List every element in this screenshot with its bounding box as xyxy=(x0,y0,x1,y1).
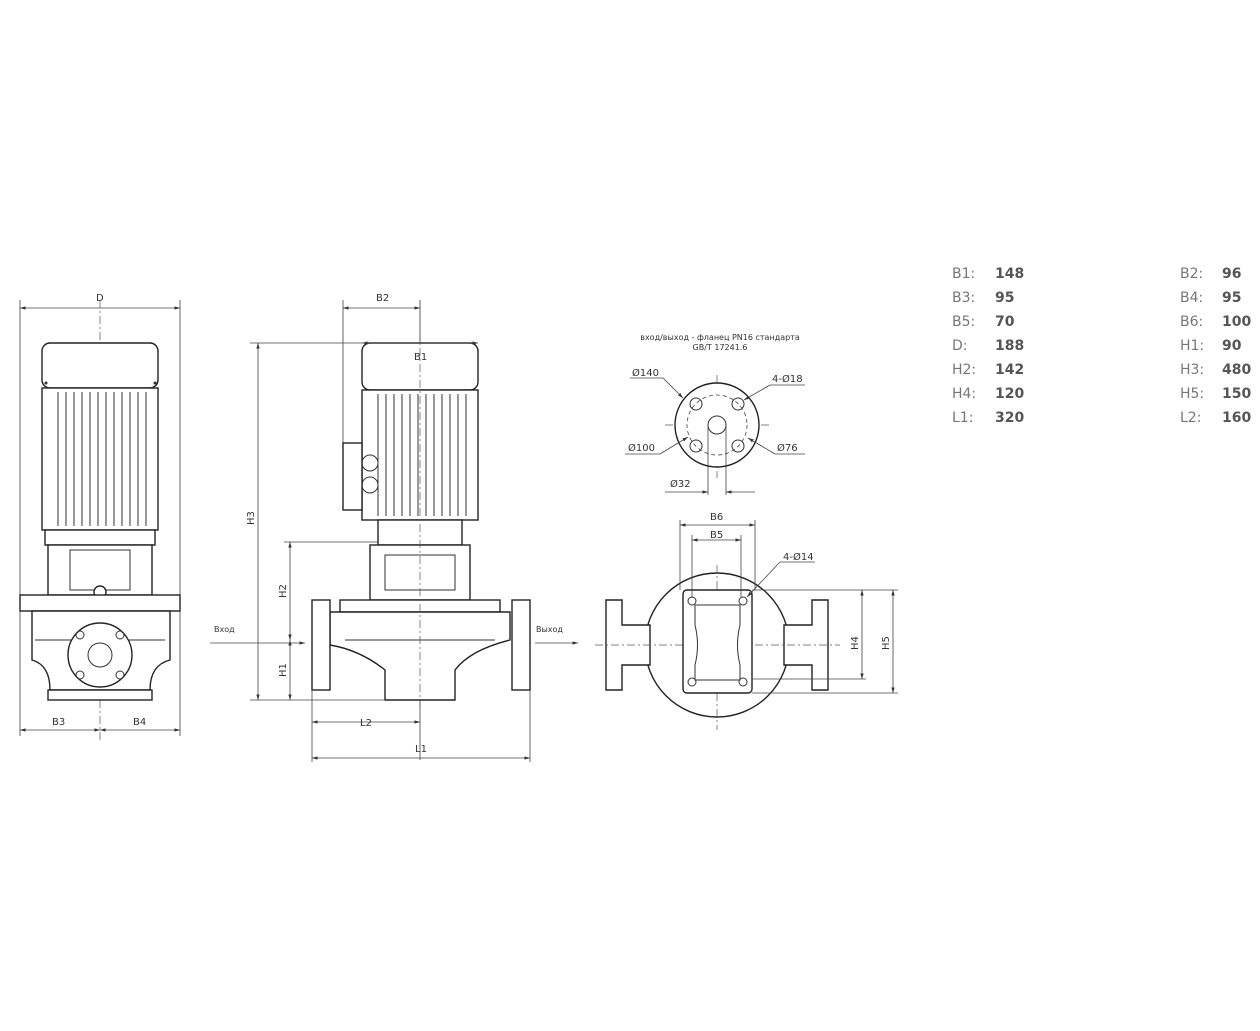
label-B5: B5 xyxy=(710,530,723,541)
label-B3: B3 xyxy=(52,717,65,728)
table-row: H4: 120 H5: 150 xyxy=(952,382,1252,406)
label-D: D xyxy=(96,293,104,304)
outlet-flange xyxy=(511,599,531,691)
label-base-holes: 4-Ø14 xyxy=(783,551,814,563)
dim-value: 142 xyxy=(995,362,1025,378)
inlet-flange xyxy=(311,599,331,691)
dim-value: 95 xyxy=(1222,290,1242,306)
dim-key: L2: xyxy=(1180,410,1202,426)
label-H1: H1 xyxy=(278,663,289,677)
label-B6: B6 xyxy=(710,512,723,523)
flange-detail: вход/выход - фланец PN16 стандарта GB/T … xyxy=(625,333,805,495)
table-row: D: 188 H1: 90 xyxy=(952,334,1252,358)
dim-value: 148 xyxy=(995,266,1025,282)
base-plate xyxy=(682,589,753,694)
label-L2: L2 xyxy=(360,718,372,729)
terminal-box xyxy=(342,442,363,511)
dim-value: 90 xyxy=(1222,338,1242,354)
dim-key: B6: xyxy=(1180,314,1204,330)
bottom-view: B6 B5 4-Ø14 H4 H5 xyxy=(595,512,898,730)
dim-value: 480 xyxy=(1222,362,1252,378)
dim-key: B5: xyxy=(952,314,976,330)
label-B1: B1 xyxy=(414,352,427,363)
dim-value: 120 xyxy=(995,386,1025,402)
table-row: H2: 142 H3: 480 xyxy=(952,358,1252,382)
dim-key: D: xyxy=(952,338,968,354)
table-row: B3: 95 B4: 95 xyxy=(952,286,1252,310)
dim-key: H3: xyxy=(1180,362,1205,378)
dim-key: B1: xyxy=(952,266,976,282)
dim-key: H1: xyxy=(1180,338,1205,354)
dim-value: 100 xyxy=(1222,314,1252,330)
label-bolt-holes: 4-Ø18 xyxy=(772,373,803,385)
dim-value: 96 xyxy=(1222,266,1242,282)
dim-key: H2: xyxy=(952,362,977,378)
flange-circle xyxy=(67,622,133,688)
label-H4: H4 xyxy=(850,636,861,650)
side-view: B2 B1 H3 H2 H1 Вход xyxy=(210,293,578,762)
label-bolt-circle: Ø100 xyxy=(628,442,655,454)
front-view: D B3 B4 xyxy=(19,293,181,740)
label-bore: Ø32 xyxy=(670,478,691,490)
label-inlet: Вход xyxy=(214,625,235,634)
dim-key: L1: xyxy=(952,410,974,426)
dim-key: B2: xyxy=(1180,266,1204,282)
label-H3: H3 xyxy=(246,511,257,525)
dim-value: 70 xyxy=(995,314,1015,330)
motor-body xyxy=(41,387,159,531)
label-H2: H2 xyxy=(278,584,289,598)
label-H5: H5 xyxy=(881,636,892,650)
label-outlet: Выход xyxy=(536,625,563,634)
dim-value: 160 xyxy=(1222,410,1252,426)
dim-key: B4: xyxy=(1180,290,1204,306)
dim-key: H4: xyxy=(952,386,977,402)
flange-standard: GB/T 17241.6 xyxy=(693,343,748,352)
dim-value: 150 xyxy=(1222,386,1252,402)
dimensions-table: B1: 148 B2: 96 B3: 95 B4: 95 B5: 70 B6: 100 D: 188… xyxy=(952,262,1252,430)
label-B4: B4 xyxy=(133,717,146,728)
flange-title: вход/выход - фланец PN16 стандарта xyxy=(640,333,800,342)
dim-value: 95 xyxy=(995,290,1015,306)
dim-key: H5: xyxy=(1180,386,1205,402)
label-B2: B2 xyxy=(376,293,389,304)
label-L1: L1 xyxy=(415,744,427,755)
label-raised-face: Ø76 xyxy=(777,442,798,454)
table-row: B1: 148 B2: 96 xyxy=(952,262,1252,286)
dim-value: 320 xyxy=(995,410,1025,426)
label-outer-diameter: Ø140 xyxy=(632,367,659,379)
table-row: L1: 320 L2: 160 xyxy=(952,406,1252,430)
motor-fan-cover xyxy=(41,342,159,389)
dim-value: 188 xyxy=(995,338,1025,354)
table-row: B5: 70 B6: 100 xyxy=(952,310,1252,334)
dim-key: B3: xyxy=(952,290,976,306)
